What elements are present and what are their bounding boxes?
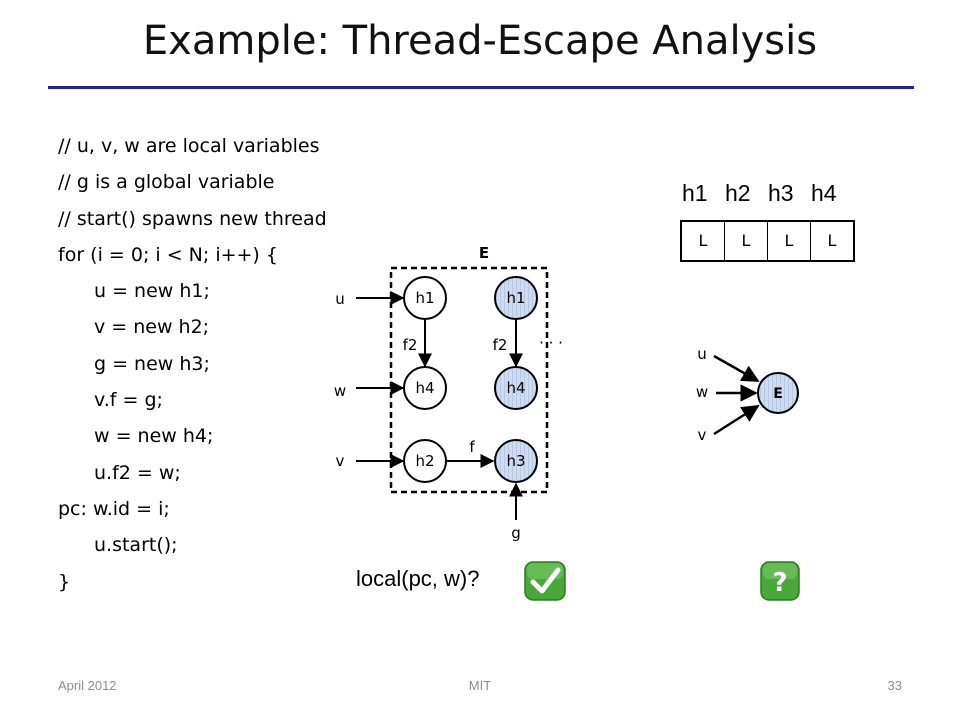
svg-text:?: ? [772, 568, 787, 598]
var-v-label: v [336, 452, 345, 470]
code-block: // u, v, w are local variables // g is a… [58, 128, 327, 600]
node-h4 [403, 366, 447, 410]
node-h1-escaped [494, 276, 538, 320]
node-h1-escaped-label: h1 [506, 289, 525, 307]
summary-var-u: u [697, 345, 707, 363]
heap-labels: h1 h2 h3 h4 [682, 180, 848, 207]
heap-state-cell: L [768, 222, 811, 260]
question-icon: ? [760, 561, 800, 601]
node-h4-escaped [494, 366, 538, 410]
node-h1-label: h1 [415, 289, 434, 307]
node-h4-escaped-label: h4 [506, 379, 525, 397]
edge-label-f2: f2 [493, 336, 508, 354]
heap-state-cell: L [682, 222, 725, 260]
code-line: g = new h3; [94, 352, 210, 375]
slide-title: Example: Thread-Escape Analysis [142, 18, 818, 64]
checkmark-icon [524, 561, 566, 601]
summary-node-e [757, 372, 799, 414]
code-line: u = new h1; [94, 280, 210, 303]
footer-date: April 2012 [58, 678, 117, 693]
summary-var-v: v [698, 426, 707, 444]
code-line: u.start(); [94, 534, 178, 557]
code-line: pc: w.id = i; [58, 497, 170, 520]
escape-label: E [479, 244, 489, 262]
code-line: u.f2 = w; [94, 461, 181, 484]
edge-label-f: f [469, 438, 475, 456]
footer-org: MIT [468, 678, 492, 693]
summary-edge-u [713, 354, 760, 383]
summary-edge-v [713, 404, 760, 436]
var-u-label: u [335, 290, 345, 308]
var-g-label: g [511, 524, 521, 542]
var-w-label: w [334, 382, 346, 400]
node-h2 [403, 439, 447, 483]
title-underline [48, 86, 914, 89]
heap-state-cell: L [725, 222, 768, 260]
node-h2-label: h2 [415, 452, 434, 470]
code-line: v = new h2; [94, 316, 210, 339]
summary-node-label: E [773, 386, 783, 402]
edge-label-f2: f2 [403, 336, 418, 354]
node-h1 [403, 276, 447, 320]
code-line: // u, v, w are local variables [58, 135, 320, 157]
query-text: local(pc, w)? [356, 566, 480, 591]
heap-label: h3 [767, 180, 794, 206]
code-line: w = new h4; [94, 425, 214, 448]
heap-state-table: L L L L [680, 220, 855, 262]
heap-label: h2 [724, 180, 751, 206]
node-h3-escaped-label: h3 [506, 452, 525, 470]
node-h4-label: h4 [415, 379, 434, 397]
node-h3-escaped [494, 439, 538, 483]
code-line: // start() spawns new thread [58, 207, 327, 230]
code-line: } [58, 570, 71, 593]
heap-state-cell: L [827, 231, 837, 250]
footer-page-number: 33 [887, 678, 902, 693]
code-line: for (i = 0; i < N; i++) { [58, 243, 278, 266]
summary-var-w: w [696, 383, 708, 401]
code-line: v.f = g; [94, 389, 163, 412]
code-line: // g is a global variable [58, 171, 275, 194]
heap-label: h4 [810, 180, 837, 206]
heap-label: h1 [682, 180, 708, 206]
ellipsis: · · · [539, 334, 563, 352]
